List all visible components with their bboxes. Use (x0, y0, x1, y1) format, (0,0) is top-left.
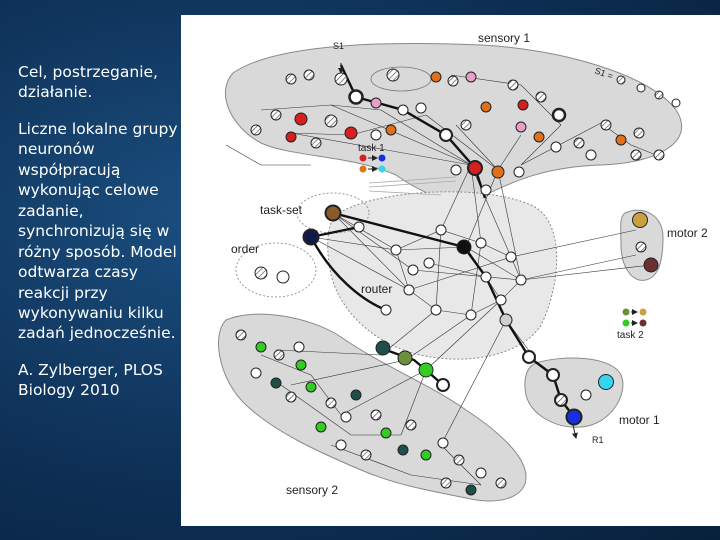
node-motor-1-blue (565, 408, 583, 426)
figure-panel: sensory 1 sensory 2 S1 S1 = task 1 task … (181, 15, 720, 526)
label-sensory-1: sensory 1 (478, 31, 530, 45)
node-router-hub (456, 239, 472, 255)
node-s1 (334, 72, 348, 86)
node-green (418, 362, 434, 378)
node-motor-2-maroon (643, 257, 659, 273)
citation: A. Zylberger, PLOS Biology 2010 (18, 360, 163, 400)
network-diagram: sensory 1 sensory 2 S1 S1 = task 1 task … (218, 31, 708, 502)
task-2-legend (622, 308, 647, 327)
label-router: router (361, 282, 392, 296)
arrow-r1 (571, 424, 578, 439)
node-hub-orange (491, 165, 505, 179)
node-dark-teal (375, 340, 391, 356)
label-task-set: task-set (260, 203, 303, 217)
node-olive (397, 350, 413, 366)
node-order (302, 228, 320, 246)
region-router (327, 191, 558, 360)
description-paragraph: Liczne lokalne grupy neuronów współpracu… (18, 119, 178, 343)
label-task-2: task 2 (617, 330, 644, 341)
node-motor-1-cyan (598, 374, 614, 390)
intro-paragraph: Cel, postrzeganie, działanie. (18, 63, 158, 102)
node-hub-red (467, 160, 483, 176)
label-task-1: task 1 (358, 143, 385, 154)
text-panel: Cel, postrzeganie, działanie. Liczne lok… (18, 62, 178, 417)
label-sensory-2: sensory 2 (286, 483, 338, 497)
connections-grey (368, 176, 457, 196)
node-motor-2-tan (632, 212, 648, 228)
label-s1: S1 (333, 41, 344, 51)
label-motor-2: motor 2 (667, 226, 708, 240)
region-sensory-2 (218, 313, 527, 502)
arrows (338, 63, 578, 439)
node-task-set (324, 204, 342, 222)
nodes (235, 68, 681, 496)
regions (218, 42, 683, 502)
diagram-labels: sensory 1 sensory 2 S1 S1 = task 1 task … (231, 31, 708, 497)
region-order (235, 242, 317, 298)
label-r1: R1 (592, 435, 604, 445)
task-1-legend (359, 154, 386, 173)
label-order: order (231, 242, 259, 256)
label-motor-1: motor 1 (619, 413, 660, 427)
